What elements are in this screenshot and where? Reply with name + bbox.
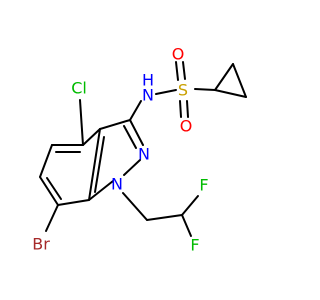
bond-c7a-c3a: [88, 128, 101, 201]
bond-s-cyclopropyl: [194, 88, 216, 91]
bond-c3a-c4: [82, 128, 101, 146]
bond-c4-cl: [79, 99, 84, 146]
bond-c3-nh: [129, 100, 142, 121]
bond-c3-n2: [129, 119, 144, 146]
bond-n1-c7a: [88, 180, 114, 201]
bond-s-o-top-b: [182, 61, 186, 80]
bond-c7a-c3a-double: [94, 136, 105, 193]
bond-n1-ch2: [122, 192, 148, 221]
bond-cp-3: [214, 89, 247, 98]
bond-c7-br: [45, 204, 59, 232]
atom-o-top: O: [172, 45, 185, 64]
atom-h-amine: H: [142, 71, 154, 90]
atom-labels: Cl Br N H S O O N N F F: [32, 45, 208, 255]
atom-n2: N: [138, 145, 150, 164]
bond-s-o-bottom-a: [179, 100, 182, 118]
bond-s-o-top-a: [175, 61, 179, 81]
chemical-structure: Cl Br N H S O O N N F F: [32, 45, 247, 255]
atom-s: S: [178, 81, 188, 100]
bonds: [39, 61, 247, 237]
bond-cp-1: [214, 63, 234, 91]
bond-chf2-f-bottom: [181, 214, 192, 237]
bond-c6-c7: [39, 176, 59, 206]
bond-c7-c7a: [57, 199, 90, 206]
bond-n2-n1: [123, 159, 141, 176]
bond-ch2-chf2: [146, 214, 183, 221]
bond-c3a-c3: [99, 119, 131, 130]
atom-cl: Cl: [71, 79, 87, 98]
atom-f-top: F: [199, 176, 208, 195]
atom-br: Br: [32, 235, 50, 254]
bond-c3-n2-double: [123, 125, 137, 149]
bond-cp-2: [232, 63, 247, 98]
atom-n-amine: N: [142, 86, 154, 105]
bond-nh-s: [155, 89, 177, 95]
bond-c6-c7-double: [46, 177, 62, 200]
bond-s-o-bottom-b: [186, 100, 189, 118]
bond-chf2-f-top: [181, 195, 199, 216]
bond-c5-c6: [39, 144, 53, 178]
atom-o-bottom: O: [180, 117, 193, 136]
atom-n1: N: [111, 175, 123, 194]
atom-f-bottom: F: [190, 236, 199, 255]
